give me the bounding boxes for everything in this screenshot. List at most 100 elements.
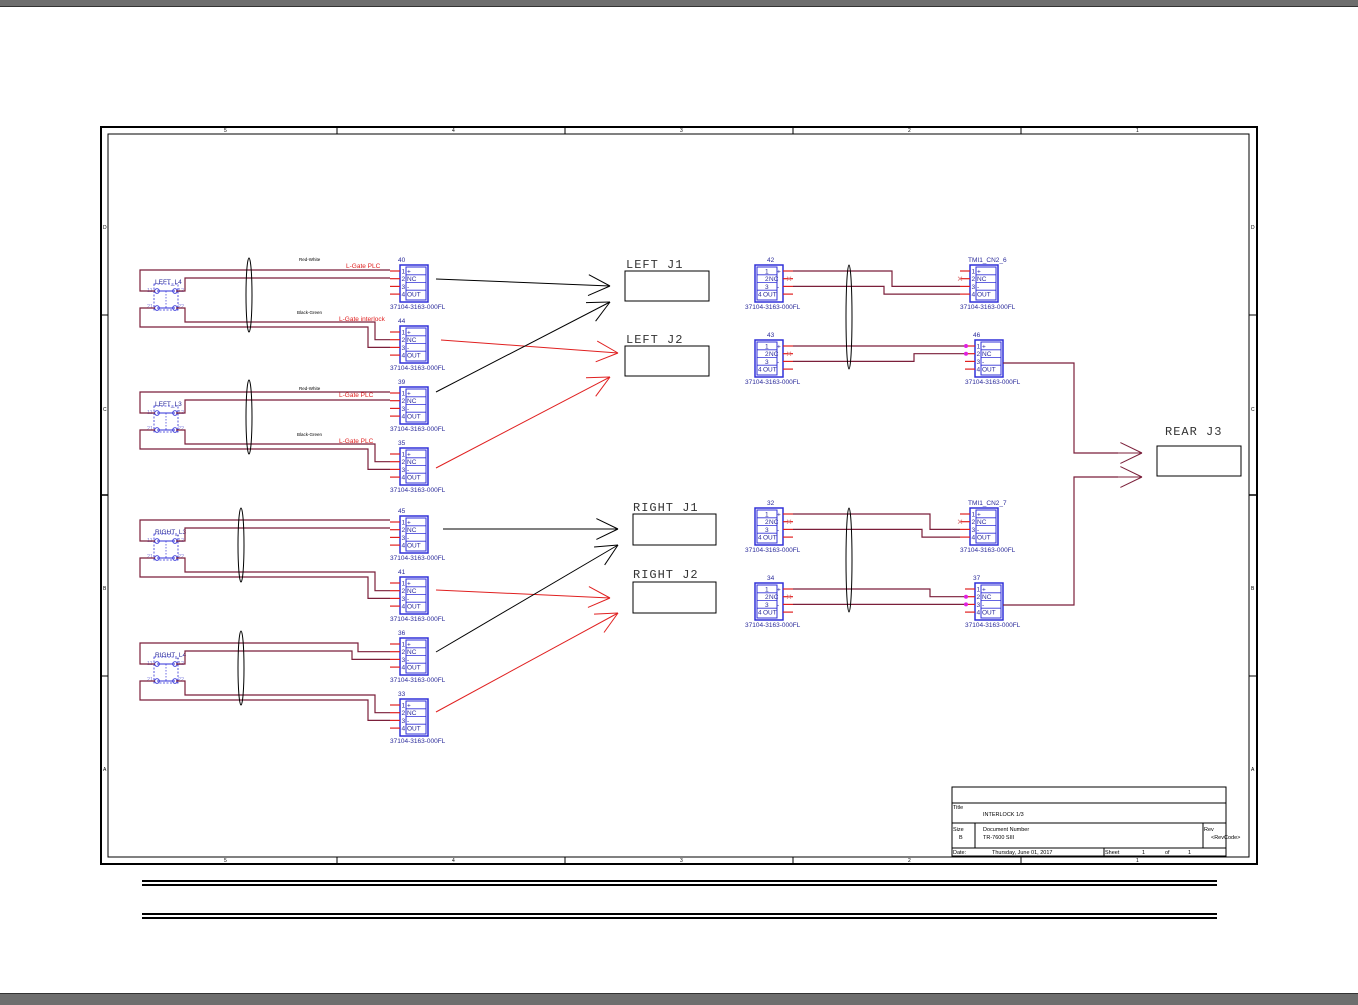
connector-body <box>399 447 429 486</box>
pin-name: - <box>982 359 984 366</box>
switch-body <box>153 283 179 311</box>
switch-pin: 22 <box>178 677 184 683</box>
title-label: Title <box>953 805 963 811</box>
document-number: TR-7600 SIII <box>983 835 1015 841</box>
part-number: 37104-3163-000FL <box>390 616 446 623</box>
pin-name: NC <box>982 594 992 601</box>
arrowhead-icon <box>585 301 611 304</box>
wire <box>139 680 390 722</box>
signal-arrow <box>435 301 611 393</box>
pin-name: NC <box>769 594 779 601</box>
connector-inner <box>980 584 1002 619</box>
signal-arrow <box>435 278 611 287</box>
pin-number: 2 <box>402 459 406 466</box>
inner-border <box>107 133 1250 858</box>
pin-name: - <box>407 718 409 725</box>
cable-bundle-icon <box>845 264 853 370</box>
column-label: 2 <box>908 128 911 134</box>
junction-dot <box>964 351 968 356</box>
arrowhead-icon <box>594 612 619 615</box>
pin-number: 3 <box>402 345 406 352</box>
connector-inner <box>975 266 997 301</box>
column-label: 1 <box>1136 128 1139 134</box>
switch-name: RIGHT_L3 <box>155 529 186 536</box>
pin-name: - <box>777 359 779 366</box>
connector-ref: 39 <box>398 379 406 386</box>
junction-dot <box>964 344 968 348</box>
pin-number: 3 <box>402 596 406 603</box>
connector-inner <box>756 266 778 301</box>
pin-number: 1 <box>765 269 769 276</box>
pin-name: + <box>982 587 986 594</box>
connector-body <box>974 582 1004 621</box>
pin-name: NC <box>769 351 779 358</box>
pin-number: 2 <box>972 519 976 526</box>
drawing-title: INTERLOCK 1/3 <box>983 812 1024 818</box>
of-label: of <box>1165 850 1170 856</box>
pin-name: OUT <box>982 367 996 374</box>
pin-name: - <box>977 527 979 534</box>
pin-number: 3 <box>765 527 769 534</box>
connector-inner <box>405 517 427 552</box>
pin-name: + <box>977 269 981 276</box>
signal-label: L-Gate interlock <box>339 316 386 323</box>
pin-number: 4 <box>402 475 406 482</box>
pin-number: 4 <box>977 610 981 617</box>
row-label: A <box>103 767 107 773</box>
pin-name: + <box>407 391 411 398</box>
row-label: B <box>1251 586 1255 592</box>
part-number: 37104-3163-000FL <box>745 547 801 554</box>
pin-name: NC <box>977 519 987 526</box>
arrowhead-icon <box>596 340 619 354</box>
pin-number: 2 <box>977 351 981 358</box>
no-connect-icon <box>957 519 963 524</box>
pin-number: 1 <box>977 344 981 351</box>
column-label: 3 <box>680 128 683 134</box>
wire <box>793 528 960 538</box>
connector-body <box>754 507 784 546</box>
pin-number: 4 <box>972 535 976 542</box>
pin-number: 4 <box>402 665 406 672</box>
pin-number: 3 <box>765 284 769 291</box>
pin-name: OUT <box>407 353 421 360</box>
pin-name: + <box>777 344 781 351</box>
pin-number: 2 <box>765 276 769 283</box>
connector-inner <box>405 639 427 674</box>
pin-name: OUT <box>407 475 421 482</box>
connector-inner <box>405 700 427 735</box>
connector-inner <box>756 509 778 544</box>
pin-number: 2 <box>765 519 769 526</box>
pin-number: 2 <box>402 337 406 344</box>
jack-label: RIGHT J1 <box>633 501 699 515</box>
pin-name: - <box>407 284 409 291</box>
pin-number: 3 <box>402 657 406 664</box>
pin-name: NC <box>769 519 779 526</box>
arrowhead-icon <box>585 376 611 379</box>
pin-name: OUT <box>407 604 421 611</box>
connector-ref: 35 <box>398 440 406 447</box>
row-label: D <box>103 225 107 231</box>
connector-body <box>754 264 784 303</box>
connector-body <box>754 582 784 621</box>
pin-name: - <box>977 284 979 291</box>
date-value: Thursday, June 01, 2017 <box>992 850 1052 856</box>
pin-number: 1 <box>402 581 406 588</box>
part-number: 37104-3163-000FL <box>390 487 446 494</box>
connector-body <box>399 325 429 364</box>
pin-name: - <box>777 284 779 291</box>
pin-number: 1 <box>402 642 406 649</box>
arrowhead-icon <box>1120 476 1143 488</box>
arrowhead-icon <box>1120 442 1143 454</box>
pin-number: 2 <box>402 398 406 405</box>
pin-number: 2 <box>402 276 406 283</box>
jack-box-1 <box>624 345 710 377</box>
arrowhead-icon <box>596 518 619 530</box>
arrowhead-icon <box>596 528 619 540</box>
connector-inner <box>980 341 1002 376</box>
pin-name: OUT <box>977 535 991 542</box>
no-connect-icon <box>786 351 792 356</box>
